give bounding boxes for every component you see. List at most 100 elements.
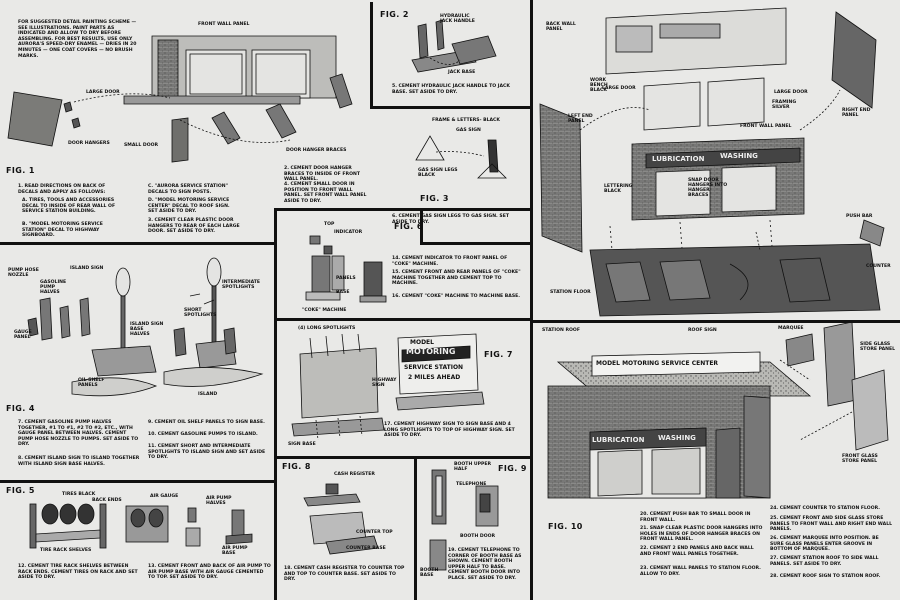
fig7-label-highway: HIGHWAY SIGN (372, 378, 397, 388)
fig7-sign-line3: SERVICE STATION (404, 364, 464, 371)
fig1-step-b: b. "MODEL MOTORING SERVICE STATION" DECA… (22, 222, 103, 239)
fig1-label-small-door: SMALL DOOR (124, 143, 159, 148)
fig10-step-24: 24. CEMENT COUNTER to STATION FLOOR. (770, 506, 880, 511)
fig8-label-counter-base: COUNTER BASE (346, 546, 386, 551)
fig6-label-panels: PANELS (336, 276, 356, 281)
fig4-label-short: SHORT SPOTLIGHTS (184, 308, 217, 318)
fig1-step-3: 3. Cement clear plastic DOOR HANGERS to … (148, 218, 240, 235)
fig10-label-station-floor: STATION FLOOR (550, 290, 591, 295)
divider (370, 106, 532, 109)
fig4-label-island-sign-base: ISLAND SIGN BASE HALVES (130, 322, 164, 337)
fig10-label-work-bench: WORK BENCH BLACK (590, 78, 608, 93)
fig5-label-back-ends: BACK ENDS (92, 498, 122, 503)
fig7-step-17: 17. Cement HIGHWAY SIGN to SIGN BASE and… (384, 422, 515, 439)
fig2-title: FIG. 2 (380, 10, 409, 19)
fig9-label-base: BOOTH BASE (420, 568, 439, 578)
fig10-label-push-bar: PUSH BAR (846, 214, 873, 219)
fig8-label-register: CASH REGISTER (334, 472, 375, 477)
fig5-step-12: 12. Cement TIRE RACK SHELVES between RAC… (18, 564, 138, 581)
fig8-label-counter-top: COUNTER TOP (356, 530, 393, 535)
fig4-step-8: 8. Cement ISLAND SIGN to ISLAND together… (18, 456, 140, 467)
fig1-label-door-hangers: DOOR HANGERS (68, 141, 110, 146)
divider (414, 456, 417, 600)
fig10-sign-washing-1: WASHING (720, 152, 758, 160)
fig5-step-13: 13. Cement FRONT and BACK of AIR PUMP to… (148, 564, 271, 581)
fig3-label-gas-sign: GAS SIGN (456, 128, 481, 133)
divider (274, 208, 532, 211)
fig10-label-side-glass: SIDE GLASS STORE PANEL (860, 342, 896, 352)
fig10-step-27: 27. Cement STATION ROOF to SIDE WALL PAN… (770, 556, 879, 567)
fig3-drawing (415, 135, 507, 179)
fig1-step-a: a. Tires, Tools and Accessories Decal to… (22, 198, 116, 215)
fig1-step-c: c. "AURORA SERVICE STATION" DECALS to SI… (148, 184, 229, 195)
fig3-title: FIG. 3 (420, 194, 449, 203)
fig4-step-7: 7. Cement GASOLINE PUMP HALVES together,… (18, 420, 139, 448)
fig10-sign-washing-2: WASHING (658, 434, 696, 442)
fig10-sign-lubrication-2: LUBRICATION (592, 436, 645, 444)
fig10-step-28: 28. Cement ROOF SIGN to STATION ROOF. (770, 574, 881, 579)
fig10-step-22: 22. Cement 2 END PANELS and BACK WALL an… (640, 546, 754, 557)
fig5-label-tire-rack: TIRE RACK SHELVES (40, 548, 92, 553)
divider (0, 242, 276, 245)
fig9-title: FIG. 9 (498, 464, 527, 473)
divider (420, 208, 423, 244)
fig10-step-25: 25. Cement FRONT and SIDE GLASS STORE PA… (770, 516, 893, 533)
fig5-label-tires: TIRES BLACK (62, 492, 96, 497)
fig7-sign-line4: 2 MILES AHEAD (408, 374, 461, 381)
fig10-sign-roof: MODEL MOTORING SERVICE CENTER (596, 360, 719, 367)
fig4-label-gauge: GAUGE PANEL (14, 330, 32, 340)
fig2-label-base: JACK BASE (448, 70, 476, 75)
fig3-step-6: 6. Cement GAS SIGN LEGS to GAS SIGN. Set… (392, 214, 509, 225)
fig9-drawing (429, 469, 499, 571)
divider (530, 0, 533, 600)
fig6-label-coke: "COKE" MACHINE (302, 308, 347, 313)
fig4-step-9: 9. Cement OIL SHELF PANELS to SIGN BASE. (148, 420, 265, 425)
fig10-label-large-door-2: LARGE DOOR (774, 90, 808, 95)
fig5-label-air-pump-halves: AIR PUMP HALVES (206, 496, 232, 506)
fig4-label-pump-halves: GASOLINE PUMP HALVES (40, 280, 67, 295)
fig1-step-2: 2. Cement DOOR HANGER BRACES to inside o… (284, 166, 360, 183)
fig7-label-spotlights: (4) LONG SPOTLIGHTS (298, 326, 356, 331)
fig1-label-large-door: LARGE DOOR (86, 90, 120, 95)
fig2-drawing (411, 19, 497, 73)
fig6-label-indicator: INDICATOR (334, 230, 363, 235)
fig5-title: FIG. 5 (6, 486, 35, 495)
fig1-step-1: 1. Read DIRECTIONS on back of decals and… (18, 184, 106, 195)
fig10-step-26: 26. Cement MARQUEE into position. Be sur… (770, 536, 879, 553)
divider (274, 318, 532, 321)
fig1-label-hanger-braces: DOOR HANGER BRACES (286, 148, 347, 153)
fig10-step-21: 21. Snap clear plastic DOOR HANGERS into… (640, 526, 763, 543)
fig10-label-station-roof: STATION ROOF (542, 328, 580, 333)
fig1-step-4: 4. Cement SMALL DOOR in position to FRON… (284, 182, 367, 204)
fig7-title: FIG. 7 (484, 350, 513, 359)
fig10-label-back-wall: BACK WALL PANEL (546, 22, 576, 32)
fig6-step-15: 15. Cement FRONT and REAR PANELS of "COK… (392, 270, 521, 287)
fig4-label-pump-hose: PUMP HOSE NOZZLE (8, 268, 39, 278)
fig8-drawing (303, 483, 379, 555)
fig1-label-front-wall: FRONT WALL PANEL (198, 22, 250, 27)
fig6-step-14: 14. Cement INDICATOR to FRONT PANEL of "… (392, 256, 508, 267)
fig6-title: FIG. 6 (394, 222, 423, 231)
fig10-top-drawing (539, 7, 885, 317)
fig9-label-telephone: TELEPHONE (456, 482, 487, 487)
fig7-label-sign-base: SIGN BASE (288, 442, 316, 447)
divider (532, 320, 900, 323)
fig9-step-19: 19. Cement TELEPHONE to corner of BOOTH … (448, 548, 522, 581)
fig9-label-door: BOOTH DOOR (460, 534, 496, 539)
divider (0, 480, 276, 483)
fig10-label-roof-sign: ROOF SIGN (688, 328, 717, 333)
fig2-label-handle: HYDRAULIC JACK HANDLE (440, 14, 475, 24)
fig10-label-framing: FRAMING SILVER (772, 100, 797, 110)
fig8-title: FIG. 8 (282, 462, 311, 471)
fig4-step-10: 10. Cement GASOLINE PUMPS to ISLAND. (148, 432, 258, 437)
fig4-label-oil-shelf: OIL SHELF PANELS (78, 378, 105, 388)
divider (274, 208, 277, 600)
fig6-label-base: BASE (336, 290, 350, 295)
fig10-label-counter: COUNTER (866, 264, 891, 269)
fig1-drawing (7, 35, 353, 163)
fig10-label-lettering: LETTERING BLACK (604, 184, 633, 194)
fig10-step-23: 23. Cement WALL PANELS to STATION FLOOR.… (640, 566, 761, 577)
fig7-sign-line1: MODEL (410, 339, 434, 346)
